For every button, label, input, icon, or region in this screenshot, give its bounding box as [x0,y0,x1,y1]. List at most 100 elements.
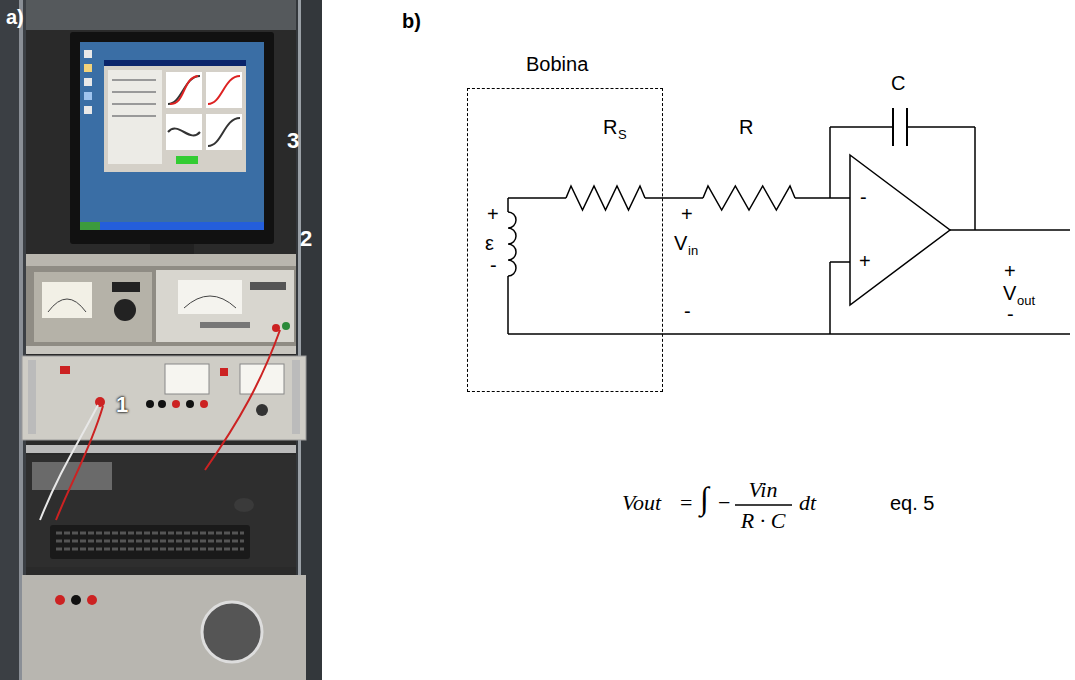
instrument-shelf [114,299,136,321]
instrument-shelf [26,346,296,354]
lower-units [26,445,296,453]
power-supply [200,400,208,408]
monitor [70,32,274,254]
monitor [80,222,100,230]
instrument-shelf [178,280,242,314]
monitor [168,129,200,136]
pin-sign: + [859,250,871,273]
fraction-bar [735,504,792,506]
instrument-shelf [112,282,140,292]
monitor [168,76,200,104]
power-supply [256,404,268,416]
power-supply [220,368,228,376]
rack-photo [0,0,322,680]
panel-letter: b) [402,10,421,33]
callout-number: 3 [287,128,299,153]
lower-units [50,525,250,559]
instrument-shelf [200,322,250,328]
equation-term: dt [799,490,816,515]
monitor [112,103,156,105]
circuit-wires [830,261,850,263]
monitor [84,92,92,100]
coil-dashed-box: Bobina [467,88,663,392]
monitor [104,60,246,66]
power-supply [172,400,180,408]
lower-units [55,595,65,605]
instrument-shelf [156,270,294,342]
monitor [208,76,240,104]
circuit-wires [829,127,831,198]
circuit-wires [974,127,976,230]
power-supply [186,400,194,408]
circuit-wires [830,126,893,128]
lower-units [56,540,244,543]
panel-letter: a) [6,6,24,29]
power-supply [146,400,154,408]
polarity-sign: - [1007,303,1014,326]
monitor [150,244,194,254]
monitor [170,76,198,104]
circuit-wires [508,333,1070,335]
rack-photo [26,0,296,30]
circuit-wires [950,229,1070,231]
lower-units [40,405,98,520]
instrument-shelf [250,282,286,290]
coil-symbol [508,212,516,276]
instrument-shelf [34,272,152,342]
monitor [84,50,92,58]
lower-units [205,330,280,470]
equation-term: R · C [741,508,786,533]
monitor [108,70,162,164]
signal-name: V [1003,282,1016,305]
signal-name: V [674,232,687,255]
instrument-shelf [26,266,296,346]
polarity-sign: - [490,254,497,277]
power-supply [95,397,105,407]
lower-units [56,406,103,520]
equation-term: Vout [622,490,661,515]
resistor-symbol [703,186,795,210]
polarity-sign: + [487,203,499,226]
power-supply [60,366,70,374]
emf-symbol: ε [485,232,494,255]
resistor-symbol [566,186,645,210]
opamp-symbol [850,155,950,305]
monitor [166,114,202,150]
component-name: R [739,116,753,139]
capacitor-symbol [892,108,894,146]
monitor [176,156,198,164]
equation-term: = [680,490,692,515]
instrument-shelf [48,299,86,312]
component-name: C [891,72,905,95]
lower-units [234,498,254,512]
component-name: R [603,116,617,139]
lower-units [26,455,296,567]
monitor [84,106,92,114]
power-supply [165,364,209,394]
monitor [112,115,156,117]
lower-units [87,595,97,605]
instrument-shelf [26,254,296,266]
monitor [84,64,92,72]
power-supply [240,364,284,394]
monitor [166,72,202,108]
box-heading: Bobina [526,53,588,76]
monitor [206,72,242,108]
circuit-wires [907,126,975,128]
monitor [112,91,156,93]
monitor [80,42,264,230]
callout-number: 2 [300,226,312,251]
lower-units [202,602,262,662]
signal-subscript: in [688,244,698,259]
equation-term: ∫ [700,480,709,517]
polarity-sign: - [684,300,691,323]
monitor [70,32,274,244]
instrument-shelf [42,282,92,318]
power-supply [158,400,166,408]
equation-term: − [718,490,730,515]
signal-subscript: out [1017,294,1035,309]
monitor [80,222,264,230]
lower-units [56,532,244,535]
monitor [112,79,156,81]
